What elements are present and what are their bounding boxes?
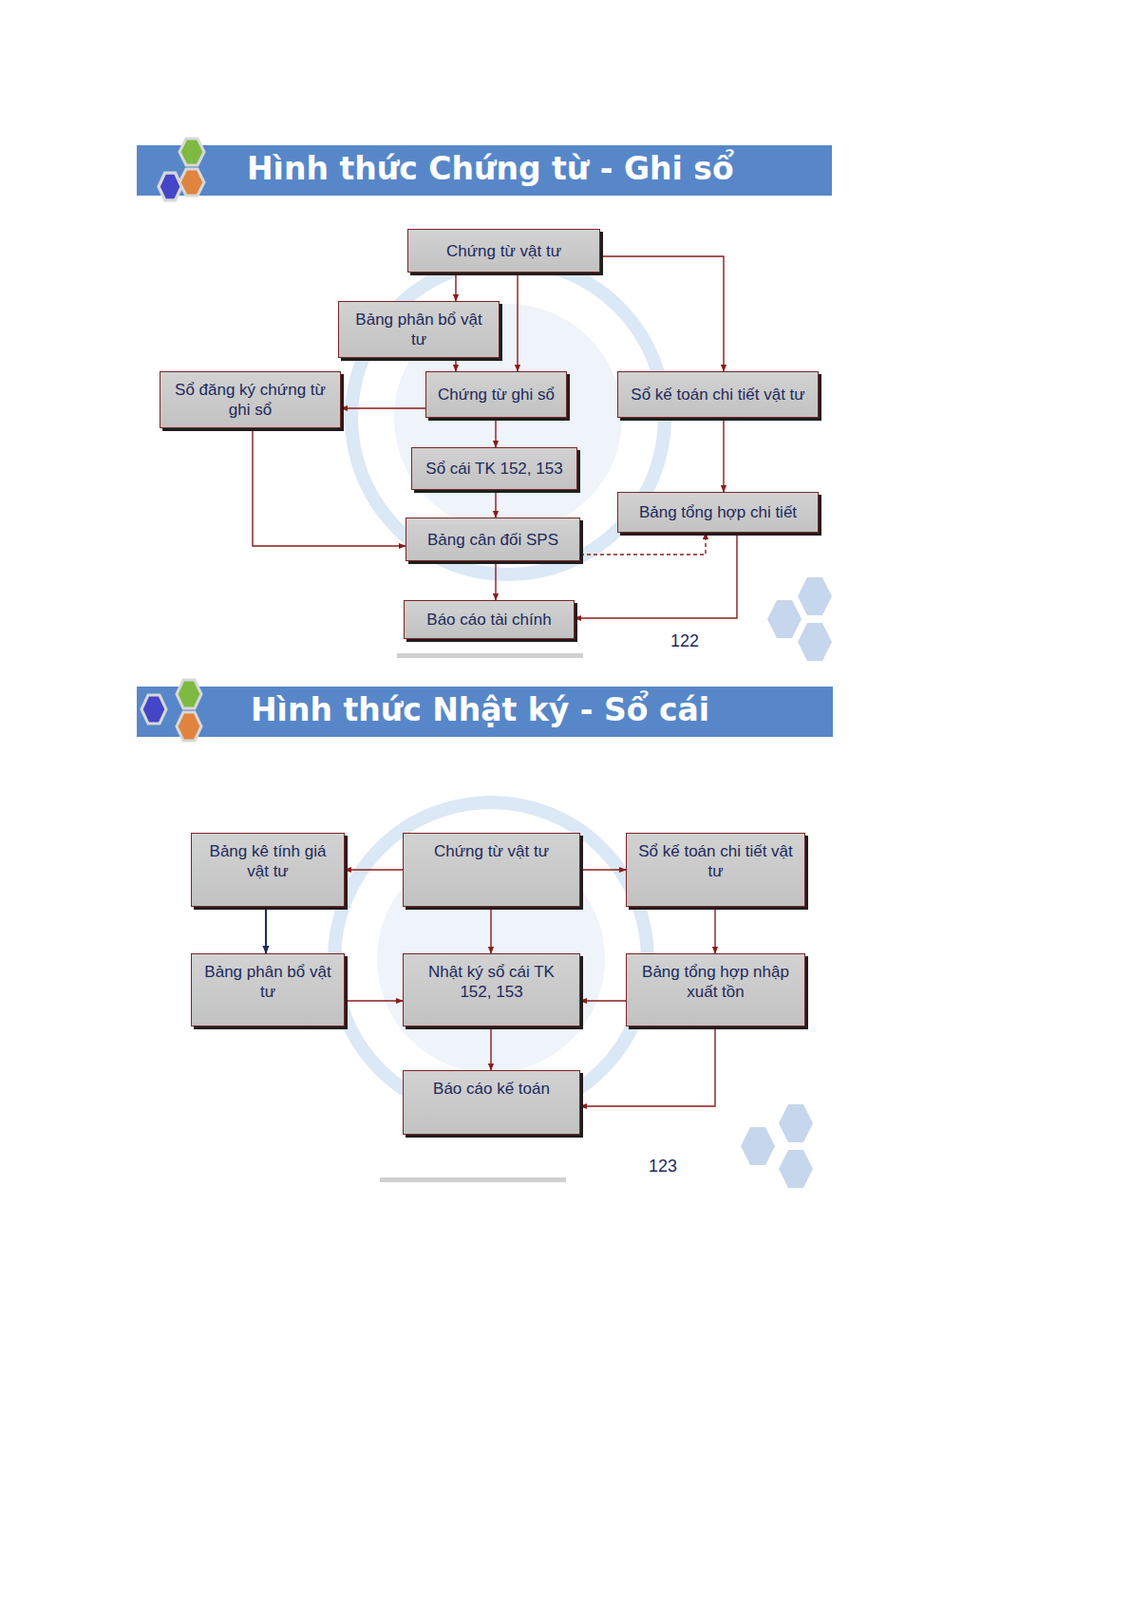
connector-arrow	[714, 906, 716, 954]
process-box: Sổ cái TK 152, 153	[411, 447, 578, 491]
connector-arrow	[252, 428, 406, 547]
connector-arrow	[454, 272, 456, 302]
box-text: Bảng kê tính giá vật tư	[199, 841, 337, 882]
header-band	[136, 145, 832, 196]
page-number: 122	[670, 631, 699, 652]
box-text: Bảng tổng hợp chi tiết	[639, 502, 797, 523]
box-text: Chứng từ vật tư	[433, 841, 549, 862]
box-text: Bảng cân đối SPS	[427, 529, 559, 550]
slide-title: Hình thức Chứng từ - Ghi sổ	[246, 150, 735, 188]
page-number: 123	[648, 1156, 678, 1177]
process-box: Bảng tổng hợp nhập xuất tồn	[625, 953, 806, 1027]
connector-arrow	[722, 417, 724, 492]
connector-arrow	[516, 272, 518, 372]
box-text: Bảng phân bổ vật tư	[199, 962, 337, 1002]
slide-title: Hình thức Nhật ký - Sổ cái	[250, 691, 710, 729]
box-text: Bảng tổng hợp nhập xuất tồn	[634, 962, 797, 1002]
process-box: Bảng tổng hợp chi tiết	[617, 491, 819, 533]
process-box: Báo cáo tài chính	[403, 600, 575, 640]
process-box: Sổ đăng ký chứng từ ghi sổ	[159, 371, 341, 429]
connector-arrow	[494, 490, 496, 518]
connector-arrow	[490, 906, 491, 954]
box-text: Báo cáo tài chính	[426, 609, 551, 630]
box-text: Sổ kế toán chi tiết vật tư	[634, 841, 797, 882]
footer-smudge	[379, 1177, 566, 1183]
footer-smudge	[396, 653, 584, 659]
box-text: Sổ kế toán chi tiết vật tư	[630, 384, 805, 405]
process-box: Sổ kế toán chi tiết vật tư	[617, 371, 819, 418]
process-box: Báo cáo kế toán	[402, 1070, 581, 1135]
hex-icon	[141, 679, 202, 741]
hex-decoration	[767, 577, 832, 661]
process-box: Bảng kê tính giá vật tư	[190, 832, 345, 907]
process-box: Chứng từ vật tư	[407, 228, 601, 273]
connector-arrow	[600, 256, 724, 372]
watermark-logo	[334, 802, 648, 1116]
hex-decoration	[740, 1104, 813, 1189]
connector-arrow	[580, 999, 626, 1001]
box-text: Báo cáo kế toán	[433, 1078, 550, 1099]
box-text: Sổ đăng ký chứng từ ghi sổ	[168, 379, 333, 420]
box-text: Sổ cái TK 152, 153	[425, 458, 563, 479]
process-box: Bảng phân bổ vật tư	[338, 301, 500, 359]
connector-arrow	[580, 868, 626, 870]
connector-arrow	[494, 417, 496, 448]
connector-arrow	[580, 532, 706, 555]
process-box: Bảng phân bổ vật tư	[190, 953, 345, 1027]
box-text: Nhật ký sổ cái TK 152, 153	[411, 962, 572, 1002]
slide-one-art	[136, 138, 832, 661]
connector-arrow	[574, 532, 737, 619]
connector-arrow	[580, 1026, 716, 1107]
connector-arrow	[454, 358, 456, 372]
process-box: Sổ kế toán chi tiết vật tư	[625, 832, 806, 907]
connector-arrow	[490, 1026, 491, 1071]
process-box: Nhật ký sổ cái TK 152, 153	[402, 953, 581, 1027]
box-text: Chứng từ vật tư	[446, 241, 562, 262]
process-box: Chứng từ vật tư	[402, 832, 581, 907]
header-band	[136, 686, 833, 737]
process-box: Chứng từ ghi sổ	[425, 371, 567, 418]
connector-arrow	[344, 999, 403, 1001]
box-text: Chứng từ ghi sổ	[437, 384, 555, 405]
hex-icon	[158, 138, 205, 201]
connector-arrow	[340, 407, 426, 409]
box-text: Bảng phân bổ vật tư	[346, 309, 491, 350]
connector-arrow	[494, 561, 496, 601]
connector-arrow	[264, 906, 267, 954]
connector-arrow	[344, 868, 403, 870]
slide-two-art	[136, 679, 833, 1189]
process-box: Bảng cân đối SPS	[405, 517, 581, 562]
